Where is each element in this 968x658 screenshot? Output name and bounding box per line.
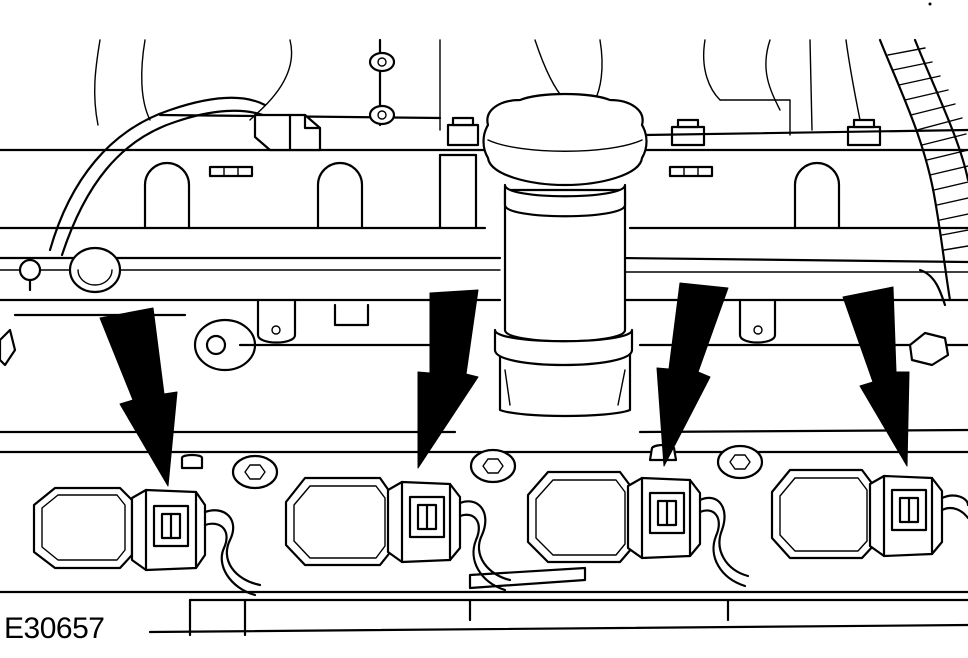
coil-bolts <box>180 443 764 490</box>
ignition-coil-3 <box>526 470 634 564</box>
coil-connector-4 <box>868 474 944 558</box>
ignition-coil-2 <box>284 476 394 567</box>
figure-id-label: E30657 <box>4 612 105 645</box>
spools <box>368 38 396 127</box>
corner-mark <box>928 2 932 6</box>
ignition-coil-4 <box>770 468 876 560</box>
coil-connector-1 <box>130 488 207 572</box>
wiring-harness <box>878 38 968 302</box>
ignition-coil-1 <box>32 486 134 570</box>
sensor-lead <box>18 96 322 294</box>
indicator-arrow-2 <box>417 289 479 469</box>
coil-wires <box>203 494 968 597</box>
indicator-arrow-1 <box>99 307 178 487</box>
upper-engine-structure <box>93 39 861 136</box>
oil-filler <box>482 92 648 418</box>
indicator-arrow-4 <box>842 286 910 467</box>
coil-connector-3 <box>626 476 702 560</box>
indicator-arrow-3 <box>656 282 729 467</box>
mid-brackets <box>0 268 968 372</box>
coil-connector-2 <box>386 480 462 564</box>
